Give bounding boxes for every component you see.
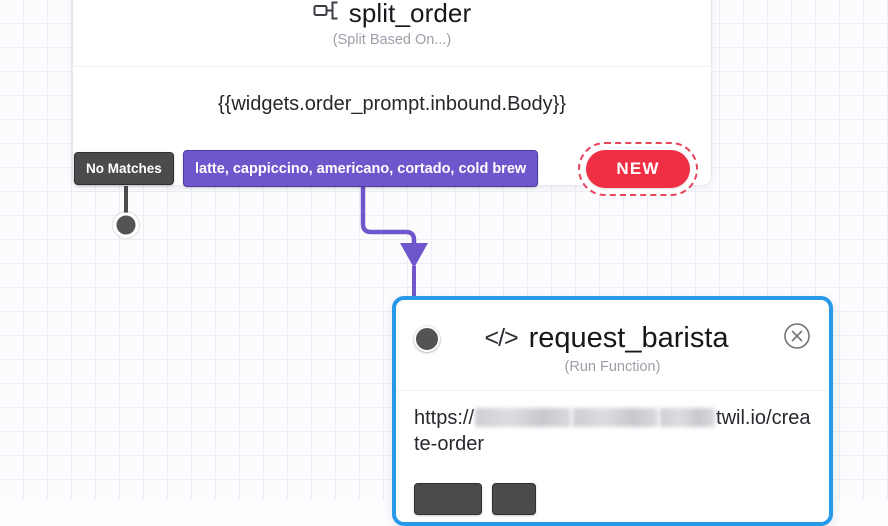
split-order-header: split_order (Split Based On...) bbox=[73, 0, 711, 48]
transition-chip-drinks[interactable]: latte, cappiccino, americano, cortado, c… bbox=[183, 150, 539, 187]
transition-chip-drinks-label: latte, cappiccino, americano, cortado, c… bbox=[195, 160, 527, 177]
request-barista-title-row: </> request_barista bbox=[430, 322, 783, 355]
request-barista-title: request_barista bbox=[528, 322, 729, 354]
request-barista-widget-card[interactable]: </> request_barista (Run Function) https… bbox=[392, 296, 833, 526]
split-order-divider bbox=[73, 66, 711, 67]
request-barista-url: https:// twil.io/create-order bbox=[396, 391, 829, 458]
request-barista-divider bbox=[396, 390, 829, 391]
new-transition-outline: NEW bbox=[578, 142, 698, 196]
code-icon: </> bbox=[484, 324, 518, 352]
add-new-transition-button[interactable]: NEW bbox=[586, 150, 690, 188]
split-order-title-row: split_order bbox=[73, 0, 711, 30]
redacted-url-segment bbox=[475, 408, 572, 427]
request-barista-header: </> request_barista bbox=[396, 300, 829, 355]
request-barista-input-connector[interactable] bbox=[414, 325, 440, 352]
redacted-url-segment bbox=[660, 408, 716, 427]
split-branch-icon bbox=[313, 0, 339, 30]
request-barista-url-domain: twil.io bbox=[716, 407, 767, 429]
close-icon[interactable] bbox=[783, 322, 811, 355]
request-barista-url-prefix: https:// bbox=[414, 407, 475, 429]
new-transition-label: NEW bbox=[616, 159, 660, 178]
request-barista-transition-chip[interactable] bbox=[414, 483, 482, 515]
request-barista-transition-chips bbox=[414, 483, 536, 515]
split-order-subtitle: (Split Based On...) bbox=[332, 32, 452, 48]
request-barista-subtitle: (Run Function) bbox=[564, 359, 661, 375]
redacted-url-segment bbox=[573, 408, 659, 427]
request-barista-url-path: /create-order bbox=[414, 407, 811, 456]
request-barista-transition-chip[interactable] bbox=[492, 483, 536, 515]
split-order-expression: {{widgets.order_prompt.inbound.Body}} bbox=[217, 93, 567, 115]
transition-chip-no-matches-label: No Matches bbox=[86, 161, 162, 176]
split-order-title: split_order bbox=[348, 0, 472, 28]
transition-chip-no-matches[interactable]: No Matches bbox=[74, 152, 174, 185]
